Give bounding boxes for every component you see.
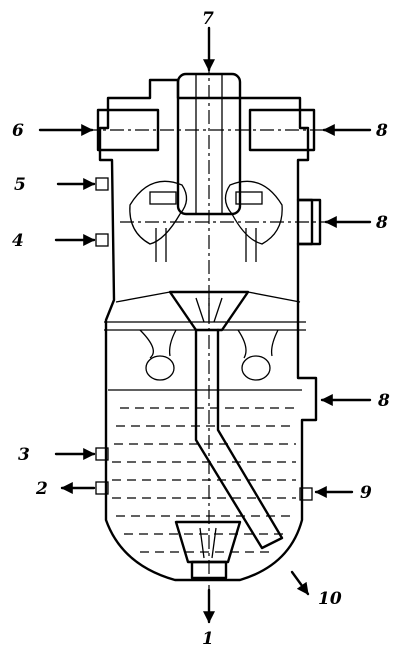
- label-7: 7: [202, 9, 214, 29]
- upper-nozzles: [60, 108, 330, 152]
- mid-right-nozzle: [120, 198, 330, 246]
- flow-arrows: [38, 26, 372, 624]
- arrow-10: [290, 570, 310, 596]
- label-9: 9: [360, 483, 372, 503]
- label-8-top: 8: [375, 121, 388, 141]
- upper-swirls: [129, 180, 283, 262]
- label-6: 6: [12, 121, 24, 141]
- liquid-lines: [108, 389, 302, 553]
- lower-rotors: [139, 329, 279, 381]
- label-1: 1: [202, 629, 214, 649]
- label-10: 10: [318, 589, 342, 609]
- label-4: 4: [12, 231, 24, 251]
- label-8-mid: 8: [375, 213, 388, 233]
- bottom-hopper: [174, 520, 242, 580]
- stream-labels: 7 6 8 5 8 4 8 3 2 9 10 1: [12, 9, 390, 649]
- label-2: 2: [35, 479, 48, 499]
- side-stubs: [95, 177, 313, 501]
- down-pipe: [194, 328, 284, 550]
- label-3: 3: [18, 445, 30, 465]
- distributor-cone: [115, 290, 301, 332]
- label-8-low: 8: [377, 391, 390, 411]
- label-5: 5: [14, 175, 26, 195]
